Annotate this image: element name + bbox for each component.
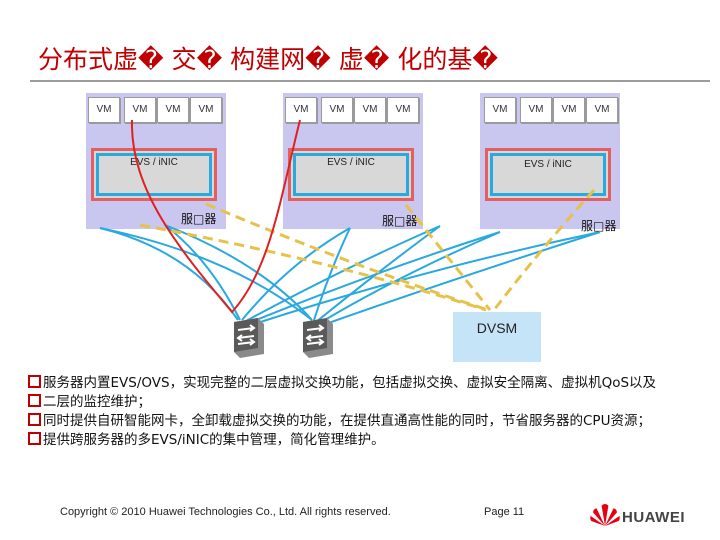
link-blue [313, 227, 351, 321]
copyright-text: Copyright © 2010 Huawei Technologies Co.… [60, 506, 391, 518]
bullet-square-icon [28, 375, 41, 388]
bullet-list: 服务器内置EVS/OVS，实现完整的二层虚拟交换功能，包括虚拟交换、虚拟安全隔离… [28, 374, 698, 450]
bullet-square-icon [28, 394, 41, 407]
bullet-item: 提供跨服务器的多EVS/iNIC的集中管理，简化管理维护。 [28, 431, 698, 450]
switch-icon [228, 316, 268, 358]
bullet-item: 服务器内置EVS/OVS，实现完整的二层虚拟交换功能，包括虚拟交换、虚拟安全隔离… [28, 374, 698, 393]
link-blue [317, 231, 501, 325]
vm-box: VM [553, 97, 585, 123]
link-dashed [139, 223, 487, 312]
dvsm-box: DVSM [453, 312, 541, 362]
bullet-item: 同时提供自研智能网卡，全卸载虚拟交换的功能，在提供直通高性能的同时，节省服务器的… [28, 412, 698, 431]
server-label: 服□器 [181, 212, 217, 226]
vm-box: VM [157, 97, 189, 123]
server-label: 服□器 [382, 214, 418, 228]
slide-title: 分布式虚� 交� 构建网� 虚� 化的基� [38, 45, 498, 74]
huawei-logo-text: HUAWEI [622, 509, 685, 526]
link-blue [315, 225, 441, 323]
link-blue [164, 224, 241, 321]
link-blue [241, 227, 351, 321]
server-label: 服□器 [581, 219, 617, 233]
link-blue [99, 227, 313, 321]
evs-inic-box-2: EVS / iNIC [288, 148, 414, 201]
bullet-square-icon [28, 413, 41, 426]
vm-box: VM [88, 97, 120, 123]
switch-icon [297, 316, 337, 358]
evs-inic-box-3: EVS / iNIC [485, 148, 611, 201]
vm-box: VM [354, 97, 386, 123]
vm-box: VM [321, 97, 353, 123]
link-blue [99, 227, 239, 321]
vm-box: VM [484, 97, 516, 123]
link-blue [164, 224, 313, 321]
link-blue [247, 231, 601, 327]
vm-box: VM [285, 97, 317, 123]
vm-box: VM [124, 97, 156, 123]
link-blue [245, 231, 501, 325]
vm-box: VM [520, 97, 552, 123]
evs-label: EVS / iNIC [327, 157, 375, 168]
vm-box: VM [586, 97, 618, 123]
vm-box: VM [387, 97, 419, 123]
huawei-flower-icon [590, 503, 620, 527]
bullet-square-icon [28, 432, 41, 445]
link-blue [243, 225, 441, 323]
title-divider [30, 80, 710, 82]
vm-box: VM [190, 97, 222, 123]
evs-label: EVS / iNIC [130, 157, 178, 168]
page-number: Page 11 [484, 506, 525, 518]
bullet-item: 二层的监控维护； [28, 393, 698, 412]
evs-inic-box-1: EVS / iNIC [91, 148, 217, 201]
evs-label: EVS / iNIC [524, 159, 572, 170]
